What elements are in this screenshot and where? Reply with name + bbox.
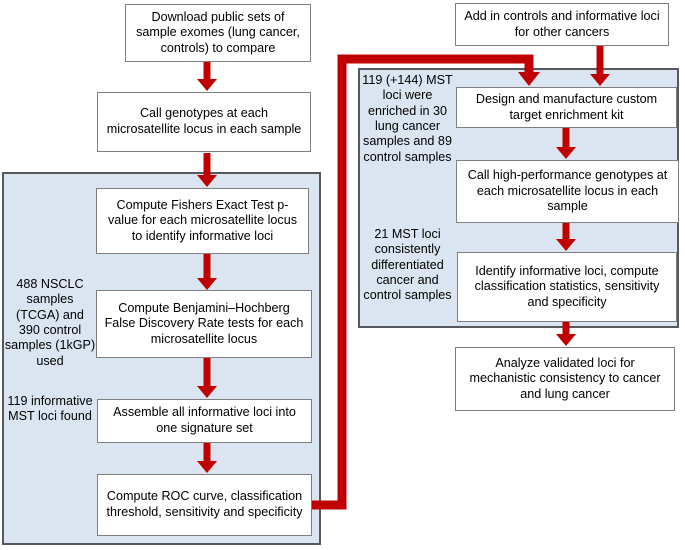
step-roc-box: Compute ROC curve, classification thresh… [97,474,312,536]
step-identify-box: Identify informative loci, compute class… [457,252,677,322]
arrow-download-to-callgenotypes [197,62,217,91]
step-fishers-box: Compute Fishers Exact Test p-value for e… [96,188,309,254]
annotation-left-panel-bottom: 119 informative MST loci found [7,394,93,424]
annotation-right-panel-top: 119 (+144) MST loci were enriched in 30 … [362,73,453,164]
step-design-kit-box: Design and manufacture custom target enr… [456,87,677,128]
annotation-left-panel-top: 488 NSCLC samples (TCGA) and 390 control… [4,277,96,368]
annotation-right-panel-bottom: 21 MST loci consistently differentiated … [363,227,452,303]
step-call-genotypes-box: Call genotypes at each microsatellite lo… [97,92,311,152]
step-analyze-box: Analyze validated loci for mechanistic c… [455,347,675,411]
step-add-controls-box: Add in controls and informative loci for… [455,3,669,46]
step-download-box: Download public sets of sample exomes (l… [125,4,311,62]
step-high-performance-box: Call high-performance genotypes at each … [456,160,679,223]
step-assemble-box: Assemble all informative loci into one s… [97,399,312,443]
step-benjamini-box: Compute Benjamini–Hochberg False Discove… [96,290,312,358]
